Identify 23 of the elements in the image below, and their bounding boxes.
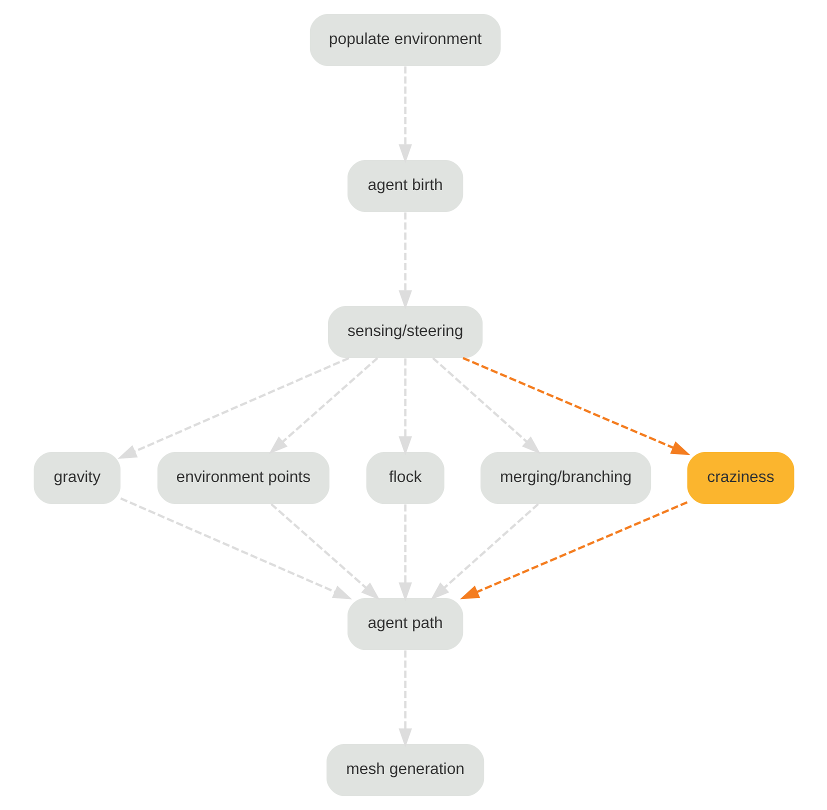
node-box: environment points (156, 452, 329, 504)
arrow (270, 503, 380, 600)
arrow (268, 357, 378, 454)
arrow (398, 66, 412, 164)
node-box: mesh generation (326, 744, 484, 796)
arrow (117, 356, 349, 459)
node-box: flock (366, 452, 444, 504)
node-box: sensing/steering (327, 306, 482, 358)
arrow (120, 497, 352, 600)
node-box: gravity (33, 452, 120, 504)
node-box: craziness (686, 452, 794, 504)
arrow (398, 504, 412, 602)
arrow (459, 501, 688, 600)
arrow (430, 503, 538, 600)
arrow (398, 358, 412, 456)
arrow (432, 357, 540, 454)
node-box: populate environment (309, 14, 500, 66)
arrow (462, 356, 690, 456)
node-box: agent birth (347, 160, 463, 212)
node-box: agent path (347, 598, 463, 650)
arrow (398, 212, 412, 310)
arrow (398, 650, 412, 748)
node-box: merging/branching (480, 452, 651, 504)
